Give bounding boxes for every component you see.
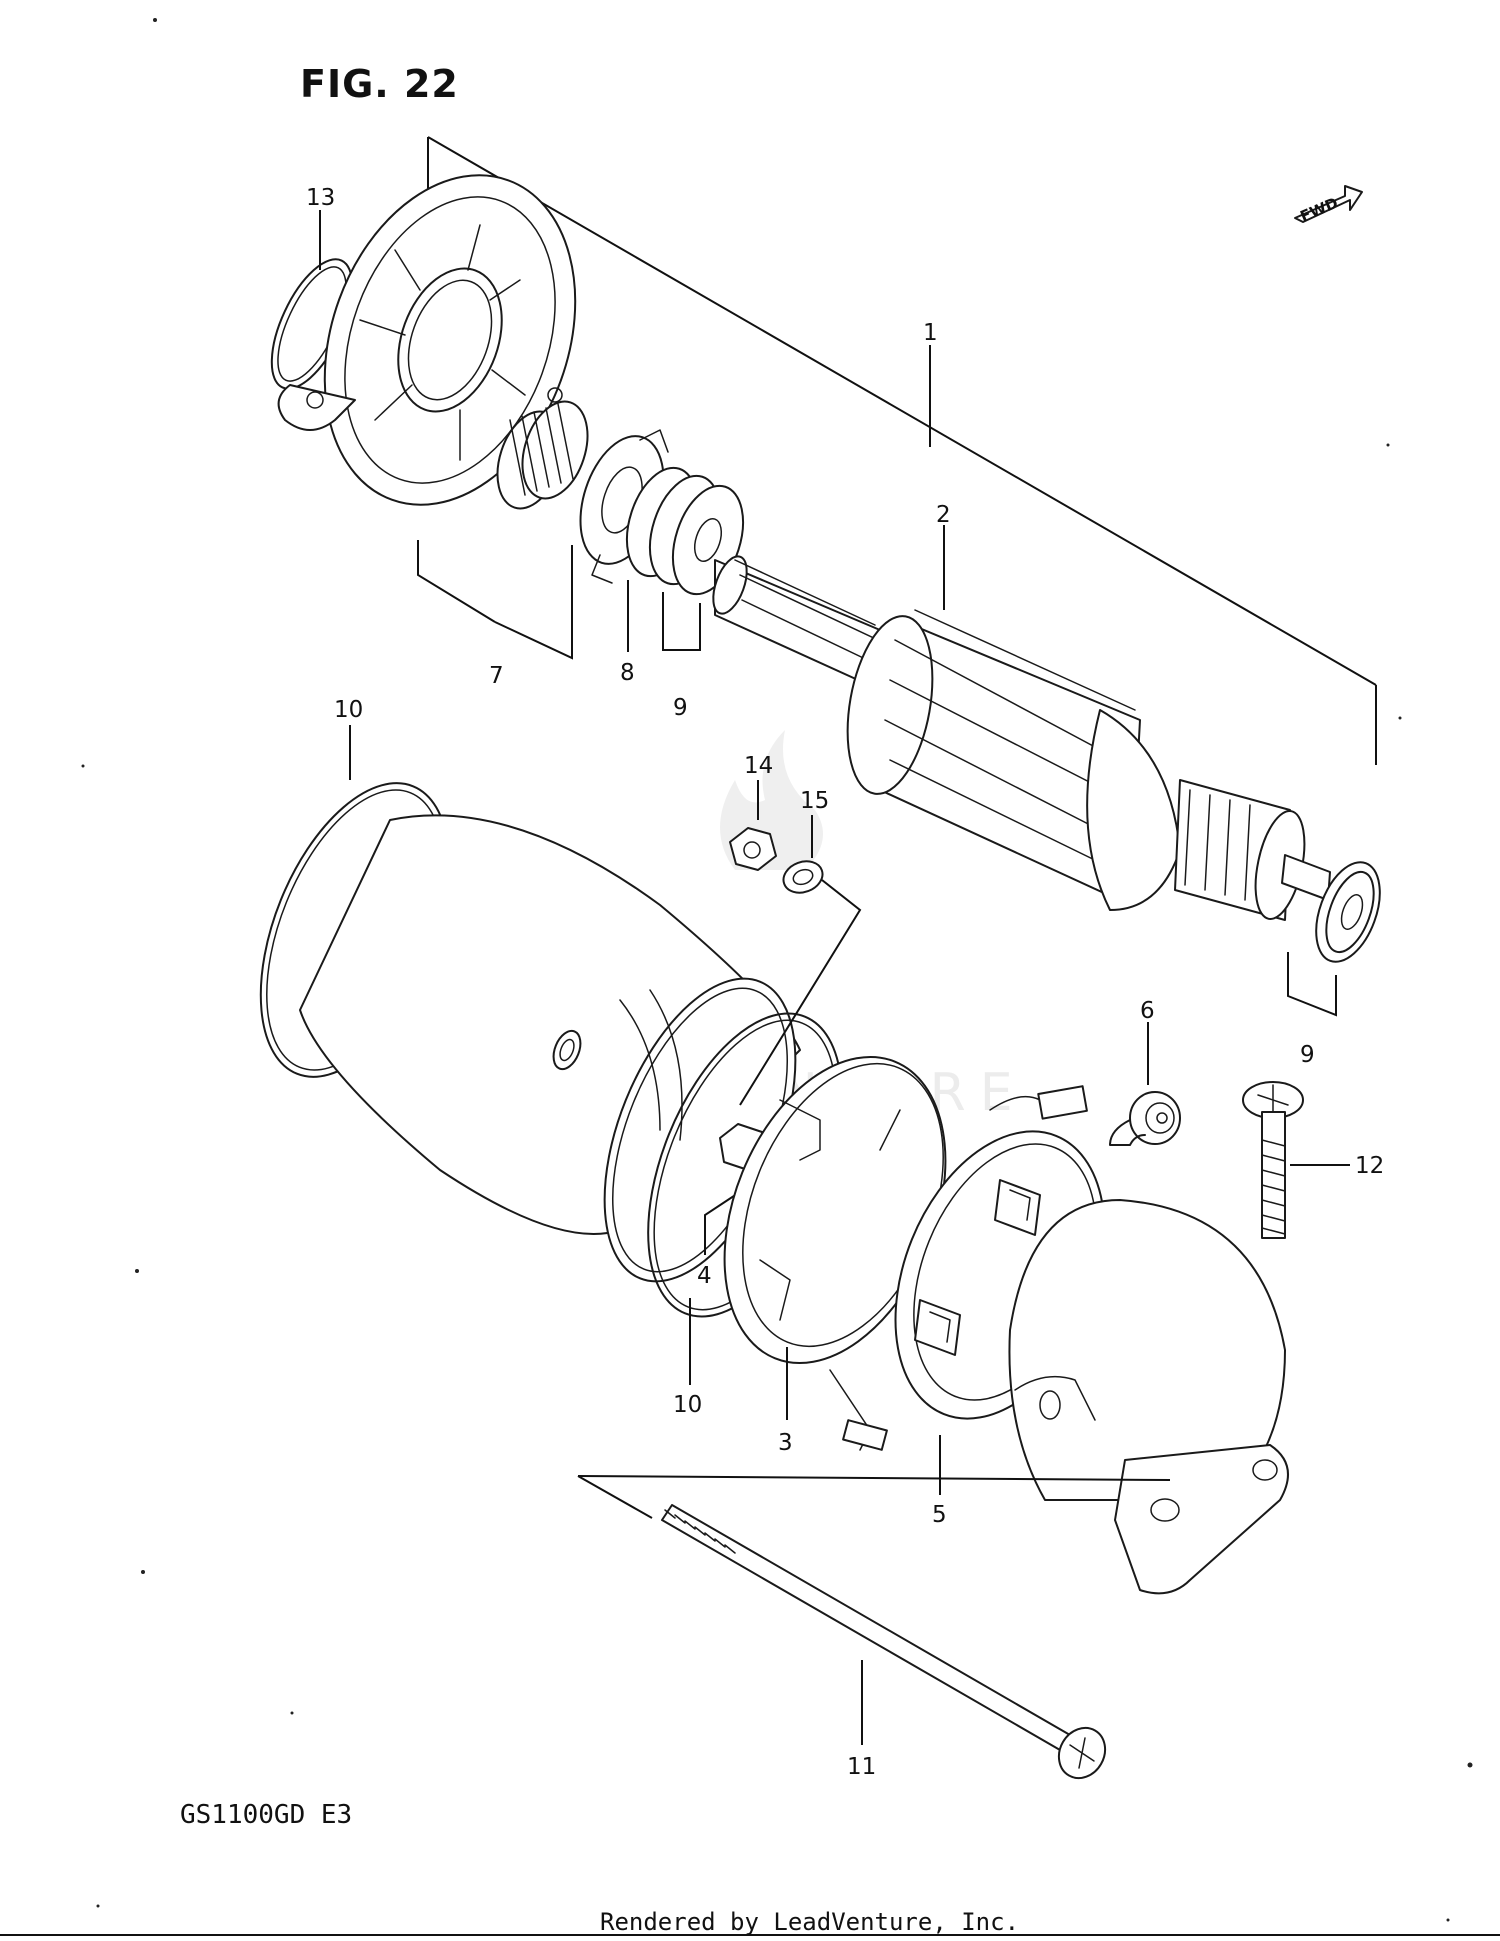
callout-3: 3: [778, 1430, 793, 1456]
callout-12: 12: [1355, 1153, 1384, 1179]
front-housing-cover: [277, 174, 577, 506]
callout-10-upper: 10: [334, 697, 363, 723]
callout-10-lower: 10: [673, 1392, 702, 1418]
through-bolt-11: [661, 1504, 1107, 1780]
callout-labels: 1 2 3 4 5 6 7 8 9 9 10 10 11 12 13 14 15: [306, 185, 1384, 1780]
fwd-label: FWD: [1298, 194, 1341, 226]
callout-8: 8: [620, 660, 635, 686]
model-code: GS1100GD E3: [180, 1800, 353, 1830]
callout-14: 14: [744, 753, 773, 779]
callout-7: 7: [489, 663, 504, 689]
callout-9-rear: 9: [1300, 1042, 1315, 1068]
callout-2: 2: [936, 502, 951, 528]
callout-1: 1: [923, 320, 938, 346]
rear-end-cover: [1008, 1199, 1289, 1595]
scan-specks: [81, 18, 1473, 1922]
footer-credit: Rendered by LeadVenture, Inc.: [600, 1908, 1020, 1936]
callout-13: 13: [306, 185, 335, 211]
callout-6: 6: [1140, 998, 1155, 1024]
figure-title: FIG. 22: [300, 62, 459, 106]
washer-15: [739, 815, 862, 1106]
nut-14: [729, 780, 777, 871]
armature-2: [712, 525, 1331, 921]
screw-12: [1242, 1081, 1350, 1239]
callout-4: 4: [697, 1263, 712, 1289]
bearing-7: [417, 400, 589, 660]
bracket-through-bolt: [577, 1475, 1171, 1519]
fwd-arrow-icon: FWD: [1294, 185, 1363, 226]
page-bottom-rule: [0, 1934, 1500, 1936]
washer-9-rear: [1287, 861, 1381, 1017]
callout-15: 15: [800, 788, 829, 814]
callout-9-front: 9: [673, 695, 688, 721]
brush-spring-6: [1109, 1022, 1181, 1146]
callout-11: 11: [847, 1754, 876, 1780]
callout-5: 5: [932, 1502, 947, 1528]
